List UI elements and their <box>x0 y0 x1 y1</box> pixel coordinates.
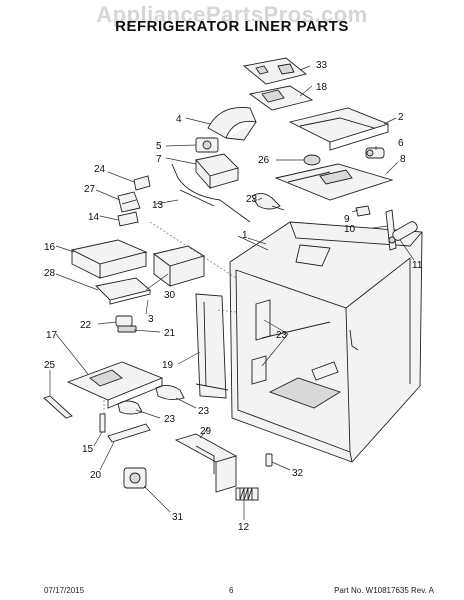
part-19-panel[interactable] <box>195 293 229 399</box>
dashed-guides <box>103 221 237 416</box>
part-24-bracket[interactable] <box>133 175 151 191</box>
part-18-control-board[interactable] <box>248 85 314 111</box>
callout-23d: 23 <box>198 406 210 417</box>
callout-23a: 23 <box>246 194 258 205</box>
part-32-plug[interactable] <box>265 453 273 467</box>
callout-27: 27 <box>84 184 96 195</box>
callout-23c: 23 <box>164 414 176 425</box>
part-17-control-tray[interactable] <box>66 361 164 409</box>
callout-28: 28 <box>44 268 56 279</box>
callout-14: 14 <box>88 212 100 223</box>
part-11-filter[interactable] <box>388 220 419 244</box>
part-23-light-lower-right[interactable] <box>155 385 185 401</box>
part-8-tray[interactable] <box>274 163 394 201</box>
callout-8: 8 <box>400 154 406 165</box>
callout-6: 6 <box>398 138 404 149</box>
callout-21: 21 <box>164 328 176 339</box>
part-30-cover[interactable] <box>152 245 206 287</box>
part-23-light-upper[interactable] <box>251 193 285 211</box>
callout-5: 5 <box>156 141 162 152</box>
part-5-damper[interactable] <box>195 137 219 153</box>
part-26-socket[interactable] <box>303 154 321 166</box>
leader-lines <box>49 65 415 520</box>
part-22-connector[interactable] <box>115 315 137 333</box>
callout-4: 4 <box>176 114 182 125</box>
callout-labels: 33 18 2 4 5 6 7 8 26 24 27 13 23 9 10 11… <box>44 60 423 533</box>
part-7-housing[interactable] <box>195 153 239 190</box>
part-4-duct[interactable] <box>207 106 257 141</box>
callout-33: 33 <box>316 60 328 71</box>
callout-32: 32 <box>292 468 304 479</box>
part-33-top-cover[interactable] <box>242 57 307 85</box>
part-9-clip[interactable] <box>355 205 371 217</box>
callout-30: 30 <box>164 290 176 301</box>
callout-10: 10 <box>344 224 356 235</box>
callout-26: 26 <box>258 155 270 166</box>
callout-12: 12 <box>238 522 250 533</box>
part-14-clip[interactable] <box>117 211 139 227</box>
watermark: AppliancePartsPros.com <box>96 2 368 27</box>
callout-29: 29 <box>200 426 212 437</box>
part-6-sensor[interactable] <box>365 147 385 159</box>
callout-16: 16 <box>44 242 56 253</box>
page-title: REFRIGERATOR LINER PARTS <box>115 18 349 35</box>
part-31-actuator[interactable] <box>123 467 147 489</box>
callout-25: 25 <box>44 360 56 371</box>
footer-page-number: 6 <box>229 586 234 595</box>
callout-19: 19 <box>162 360 174 371</box>
footer-part-number: Part No. W10817635 Rev. A <box>334 586 434 595</box>
part-15-screw[interactable] <box>99 413 106 433</box>
callout-9: 9 <box>344 214 350 225</box>
callout-22: 22 <box>80 320 92 331</box>
part-2-housing[interactable] <box>288 107 390 151</box>
callout-7: 7 <box>156 154 162 165</box>
part-29-bracket[interactable] <box>174 433 238 493</box>
callout-24: 24 <box>94 164 106 175</box>
liner-assembly[interactable] <box>229 221 423 463</box>
callout-2: 2 <box>398 112 404 123</box>
part-23-light-lower-left[interactable] <box>117 400 143 415</box>
callout-1: 1 <box>242 230 248 241</box>
callout-18: 18 <box>316 82 328 93</box>
callout-31: 31 <box>172 512 184 523</box>
part-28-plate[interactable] <box>95 277 151 305</box>
footer-date: 07/17/2015 <box>44 586 85 595</box>
callout-3: 3 <box>148 314 154 325</box>
callout-20: 20 <box>90 470 102 481</box>
callout-15: 15 <box>82 444 94 455</box>
callout-17: 17 <box>46 330 58 341</box>
part-25-rail[interactable] <box>43 395 73 419</box>
part-20-bracket[interactable] <box>107 423 151 443</box>
part-12-grille[interactable] <box>235 487 259 501</box>
part-27-bracket[interactable] <box>117 191 141 213</box>
part-16-control[interactable] <box>70 239 148 279</box>
callout-11: 11 <box>412 260 423 271</box>
callout-13: 13 <box>152 200 164 211</box>
part-13-harness[interactable] <box>171 163 251 223</box>
callout-23b: 23 <box>276 330 288 341</box>
